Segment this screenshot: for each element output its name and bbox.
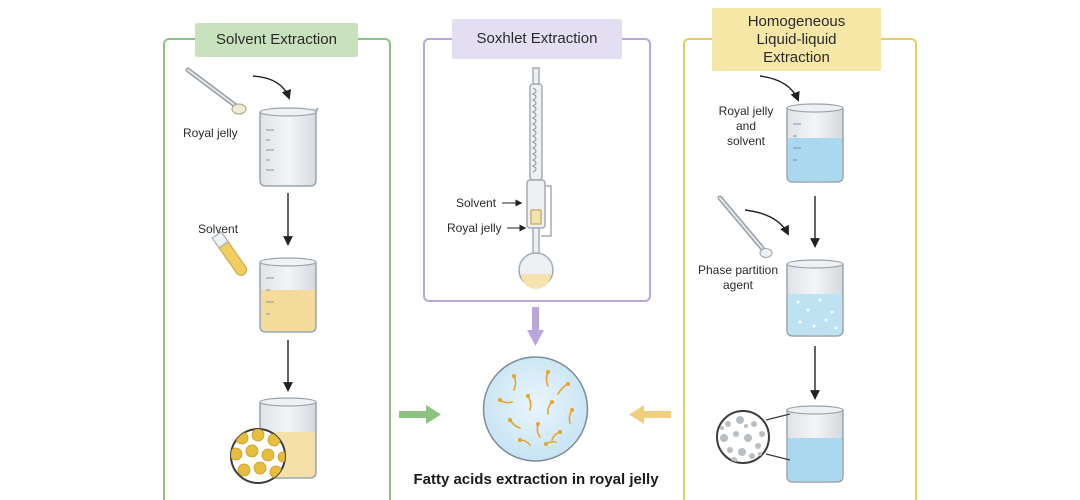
beaker-empty-icon [259,107,319,187]
green-right-arrow-icon [399,405,441,424]
fatty-acid-dish-icon [482,356,589,462]
phase-partition-agent-label: Phase partition agent [690,263,786,293]
homogeneous-title-line-2: Liquid-liquid [756,30,837,48]
soxhlet-apparatus-icon [518,67,554,289]
solvent-extraction-title: Solvent Extraction [195,23,358,57]
dropper-icon [717,195,773,258]
soxhlet-solvent-label: Solvent [456,196,497,210]
soxhlet-extraction-title: Soxhlet Extraction [452,19,622,59]
label-line: Phase partition [697,263,779,277]
spatula-icon [185,67,247,115]
beaker-blue-icon [786,259,844,337]
homogeneous-extraction-title: Homogeneous Liquid-liquid Extraction [712,8,881,71]
label-line: and [735,119,757,133]
solvent-label: Solvent [198,222,239,236]
curved-arrow-icon [744,209,789,236]
curved-arrow-icon [252,75,292,100]
beaker-yellow-icon [259,257,317,333]
homogeneous-title-line-3: Extraction [763,48,830,66]
result-caption: Fatty acids extraction in royal jelly [413,471,659,488]
label-line: Royal jelly [718,104,774,118]
royal-jelly-label: Royal jelly [183,126,238,140]
magnified-particles-icon [716,410,791,464]
yellow-left-arrow-icon [629,405,671,424]
curved-arrow-icon [759,75,800,102]
homogeneous-title-line-1: Homogeneous [747,12,846,30]
label-line: solvent [726,134,766,148]
test-tube-icon [211,231,248,276]
purple-down-arrow-icon [527,307,544,346]
soxhlet-royal-jelly-label: Royal jelly [447,221,502,235]
label-line: agent [722,278,754,292]
beaker-blue-icon [786,103,844,183]
beaker-blue-icon [786,405,844,483]
royal-jelly-and-solvent-label: Royal jelly and solvent [708,104,784,149]
